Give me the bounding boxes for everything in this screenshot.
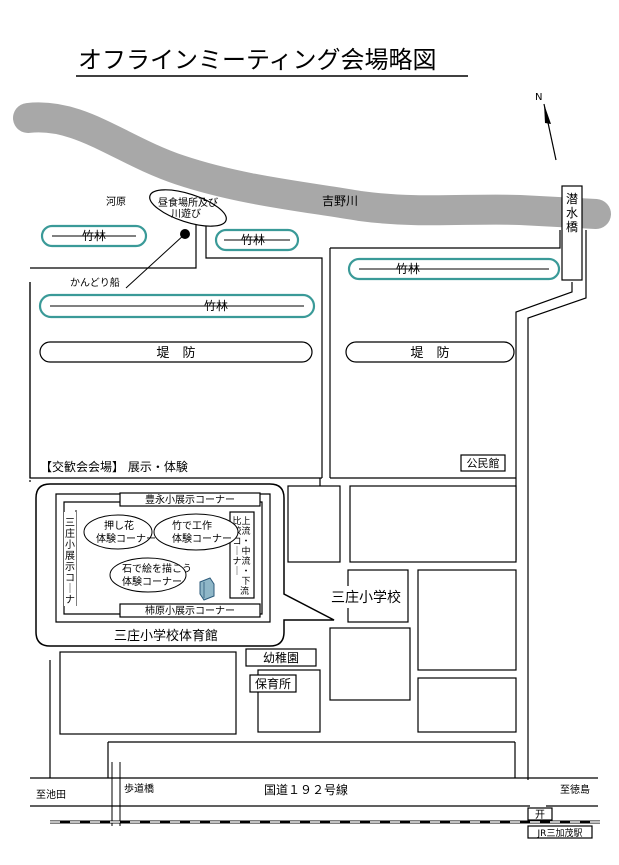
- kouminkan-label: 公民館: [467, 456, 500, 470]
- school-label: 三庄小学校: [331, 589, 401, 606]
- river-label: 吉野川: [322, 194, 358, 208]
- svg-text:竹林: 竹林: [82, 229, 106, 243]
- kakihara-corner-box: [119, 603, 261, 618]
- footbridge-label: 歩道橋: [124, 782, 154, 795]
- kindergarten-label: 幼稚園: [263, 651, 299, 665]
- station-label: JR三加茂駅: [537, 827, 583, 839]
- route192-label: 国道１９２号線: [264, 782, 348, 797]
- embankment-2: 堤 防: [345, 341, 515, 363]
- town-blocks: [59, 485, 517, 735]
- station-mark-box: [527, 807, 553, 821]
- svg-text:堤 防: 堤 防: [410, 345, 449, 361]
- to-tokushima-label: 至徳島: [560, 783, 590, 796]
- bridge-box: [561, 185, 583, 281]
- bamboo-grove-4: 竹林: [38, 293, 316, 319]
- svg-text:竹で工作: 竹で工作: [172, 519, 212, 532]
- bamboo-grove-2: 竹林: [214, 228, 300, 252]
- comparison-corner-label: 上流・中流・下流 比較コ｜ナ｜: [232, 515, 251, 597]
- oshibana-corner: 押し花 体験コーナー: [83, 514, 156, 550]
- map-title: オフラインミーティング会場略図: [78, 46, 437, 74]
- toyonaga-corner-box: [119, 492, 261, 507]
- meal-area-callout: 昼食場所及び川遊び: [149, 189, 227, 227]
- kouminkan-box: [460, 454, 506, 472]
- north-arrow-icon: N: [535, 92, 557, 161]
- bamboo-grove-3: 竹林: [347, 257, 561, 281]
- svg-text:体験コーナー: 体験コーナー: [172, 532, 232, 545]
- to-ikeda-label: 至池田: [36, 788, 66, 801]
- kakihara-corner-label: 柿原小展示コーナー: [145, 604, 235, 617]
- bamboo-craft-corner: 竹で工作 体験コーナー: [153, 513, 239, 551]
- svg-text:体験コーナー: 体験コーナー: [122, 575, 182, 588]
- venue-header: 【交歓会会場】 展示・体験: [40, 459, 188, 474]
- toyonaga-corner-label: 豊永小展示コーナー: [145, 493, 235, 506]
- svg-text:竹林: 竹林: [241, 233, 265, 247]
- kandori-boat-label: かんどり船: [70, 276, 120, 289]
- station-box: [527, 825, 593, 839]
- mishou-corner-label: 三庄小展示コ｜ナ: [65, 518, 75, 606]
- north-label: N: [535, 92, 542, 103]
- svg-text:石で絵を描こう: 石で絵を描こう: [122, 562, 192, 575]
- kawara-label: 河原: [106, 196, 126, 208]
- station-mark: 开: [535, 810, 545, 821]
- svg-text:押し花: 押し花: [104, 519, 134, 532]
- svg-text:竹林: 竹林: [396, 262, 420, 276]
- kindergarten-box: [245, 648, 317, 667]
- bamboo-grove-1: 竹林: [40, 224, 148, 248]
- svg-text:堤 防: 堤 防: [156, 345, 195, 361]
- embankment-1: 堤 防: [39, 341, 313, 363]
- nursery-label: 保育所: [255, 676, 291, 691]
- roads: [29, 218, 598, 807]
- river-yoshino: [13, 102, 611, 229]
- stone-art-corner: 石で絵を描こう 体験コーナー: [109, 557, 192, 593]
- building-icon: [199, 577, 215, 601]
- gym-label: 三庄小学校体育館: [114, 628, 218, 644]
- boat-leader-line: [125, 233, 186, 289]
- svg-text:竹林: 竹林: [204, 299, 228, 313]
- svg-text:昼食場所及び川遊び: 昼食場所及び川遊び: [158, 196, 218, 220]
- svg-text:体験コーナー: 体験コーナー: [96, 532, 156, 545]
- nursery-box: [249, 674, 297, 693]
- bridge-label: 潜水橋: [566, 192, 578, 234]
